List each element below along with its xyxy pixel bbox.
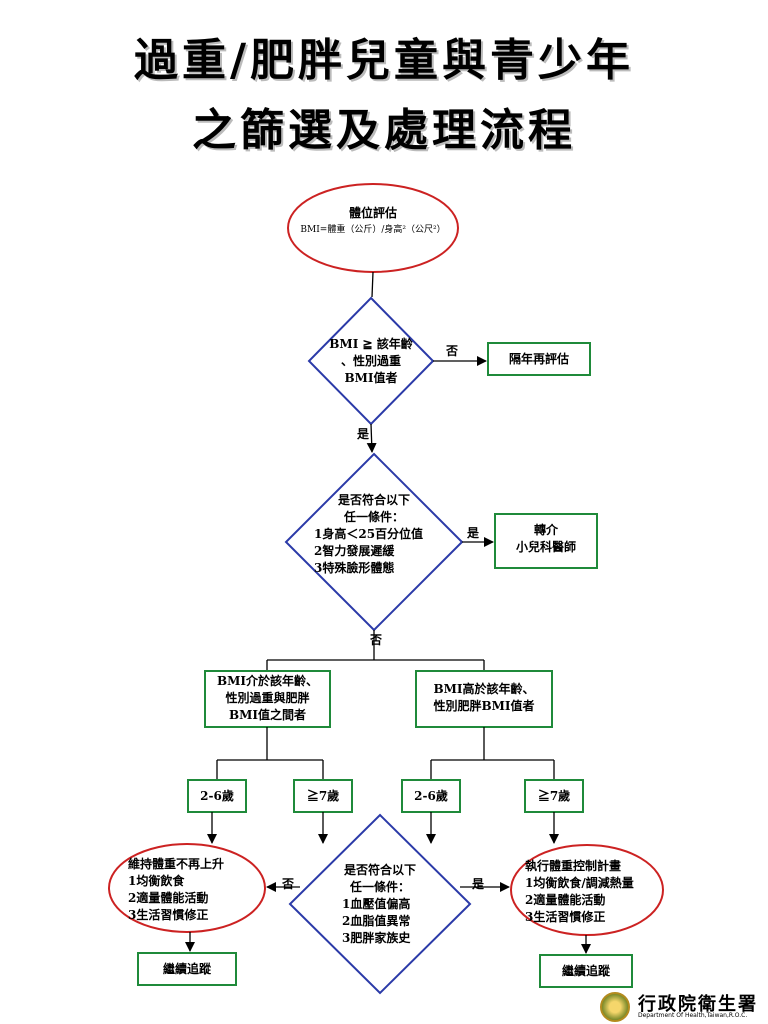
above-line: 性別肥胖BMI值者 (433, 699, 535, 713)
decision2-line: 2智力發展遲緩 (314, 544, 395, 558)
edge-label-d1-yes: 是 (357, 427, 370, 441)
decision3-line: 2血脂值異常 (342, 914, 411, 928)
follow-left-label: 繼續追蹤 (162, 962, 211, 976)
decision1-node: BMI ≧ 該年齡 、性別過重 BMI值者 (321, 336, 421, 387)
decision1-line: 、性別過重 (340, 354, 401, 368)
assessment-title: 體位評估 (348, 206, 397, 220)
age-right1-label: 2-6歲 (414, 789, 448, 803)
decision3-line: 3肥胖家族史 (342, 931, 411, 945)
ministry-english-name: Department Of Health,Taiwan,R.O.C. (638, 1012, 748, 1019)
ministry-name: 行政院衛生署 (638, 994, 758, 1015)
follow-right-label: 繼續追蹤 (561, 964, 610, 978)
above-node: BMI高於該年齡、 性別肥胖BMI值者 (416, 681, 552, 715)
decision3-line: 任一條件： (349, 880, 410, 894)
control-node: 執行體重控制計畫 1均衡飲食/調減熱量 2適量體能活動 3生活習慣修正 (525, 858, 655, 926)
maintain-line: 2適量體能活動 (128, 891, 209, 905)
edge-d1-d2 (366, 423, 377, 453)
referral-line: 轉介 (533, 523, 558, 537)
decision2-node: 是否符合以下 任一條件： 1身高＜25百分位值 2智力發展遲緩 3特殊臉形體態 (312, 492, 436, 577)
control-ellipse (510, 844, 664, 936)
edge-label-d2-yes: 是 (467, 526, 480, 540)
decision2-line: 3特殊臉形體態 (314, 561, 395, 575)
control-line: 2適量體能活動 (525, 893, 606, 907)
above-box (415, 670, 553, 728)
decision2-line: 任一條件： (343, 510, 404, 524)
decision1-line: BMI值者 (344, 371, 398, 385)
age-left1-label: 2-6歲 (200, 789, 234, 803)
decision2-line: 1身高＜25百分位值 (314, 527, 424, 541)
decision3-line: 是否符合以下 (343, 863, 416, 877)
decision1-line: BMI ≧ 該年齡 (329, 337, 413, 351)
between-node: BMI介於該年齡、 性別過重與肥胖 BMI值之間者 (205, 673, 330, 724)
between-line: BMI值之間者 (228, 708, 307, 722)
reassess-node: 隔年再評估 (488, 351, 590, 368)
assessment-node: 體位評估 BMI=體重（公斤）/身高²（公尺²） (293, 205, 453, 239)
reassess-label: 隔年再評估 (508, 352, 569, 366)
age-left2-label: ≧7歲 (306, 789, 340, 803)
referral-node: 轉介 小兒科醫師 (495, 522, 597, 556)
edge-label-d2-no: 否 (370, 633, 383, 647)
follow-left-box (137, 952, 237, 986)
age-right2-box (524, 779, 584, 813)
edge-assess-d1 (371, 271, 374, 298)
maintain-ellipse (108, 843, 266, 933)
control-line: 3生活習慣修正 (525, 910, 606, 924)
referral-box (494, 513, 598, 569)
referral-line: 小兒科醫師 (515, 540, 576, 554)
follow-right-box (539, 954, 633, 988)
decision2-line: 是否符合以下 (337, 493, 410, 507)
maintain-line: 3生活習慣修正 (128, 908, 209, 922)
ministry-seal-icon (600, 992, 630, 1022)
decision3-node: 是否符合以下 任一條件： 1血壓值偏高 2血脂值異常 3肥胖家族史 (330, 862, 430, 947)
control-line: 執行體重控制計畫 (525, 859, 622, 873)
ministry-logo: 行政院衛生署 Department Of Health,Taiwan,R.O.C… (600, 990, 760, 1022)
maintain-node: 維持體重不再上升 1均衡飲食 2適量體能活動 3生活習慣修正 (128, 856, 258, 924)
above-line: BMI高於該年齡、 (433, 682, 535, 696)
maintain-line: 維持體重不再上升 (128, 857, 225, 871)
control-line: 1均衡飲食/調減熱量 (525, 876, 634, 890)
page-title-line1: 過重/肥胖兒童與青少年 (133, 35, 635, 86)
bmi-formula: BMI=體重（公斤）/身高²（公尺²） (300, 225, 446, 235)
between-box (204, 670, 331, 728)
between-line: BMI介於該年齡、 (216, 674, 319, 688)
edge-label-d1-no: 否 (446, 344, 459, 358)
decision3-diamond (288, 813, 472, 995)
maintain-line: 1均衡飲食 (128, 874, 185, 888)
age-left2-box (293, 779, 353, 813)
decision3-line: 1血壓值偏高 (342, 897, 411, 911)
edge-label-d3-no: 否 (282, 877, 295, 891)
age-left1-box (187, 779, 247, 813)
age-right2-label: ≧7歲 (537, 789, 571, 803)
page-title-line2: 之篩選及處理流程 (192, 105, 576, 156)
edge-label-d3-yes: 是 (472, 877, 485, 891)
reassess-box (487, 342, 591, 376)
between-line: 性別過重與肥胖 (225, 691, 310, 705)
